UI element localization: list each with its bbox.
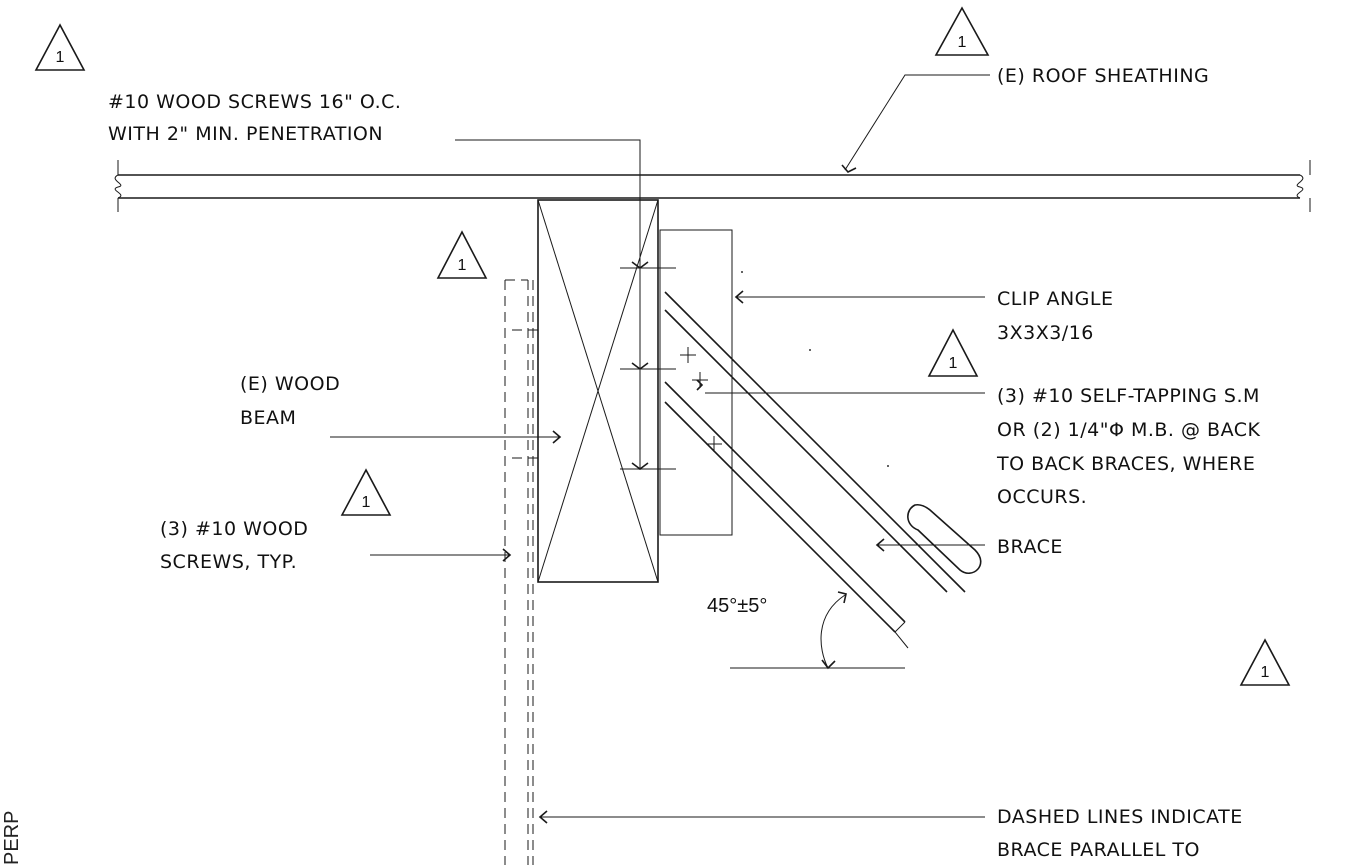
angle-label: 45°±5° [707, 595, 767, 617]
leader-brace: BRACE [875, 536, 1063, 558]
revision-triangle-1: 1 [34, 23, 86, 71]
revision-triangle-3: 1 [436, 230, 488, 279]
leader-roof-sheathing: (E) ROOF SHEATHING [841, 65, 1209, 173]
brace [664, 291, 982, 649]
dashed-parallel-brace [504, 279, 538, 865]
wood-beam [537, 199, 659, 583]
brace-label: BRACE [997, 536, 1063, 558]
revision-number: 1 [362, 494, 371, 511]
self-tapping-label-2: OR (2) 1/4"Φ M.B. @ BACK [997, 419, 1261, 441]
screws-typ-label-1: (3) #10 WOOD [160, 518, 308, 540]
revision-number: 1 [56, 49, 65, 66]
revision-number: 1 [458, 257, 467, 274]
revision-number: 1 [958, 34, 967, 51]
self-tapping-label-1: (3) #10 SELF-TAPPING S.M [997, 385, 1260, 407]
self-tapping-label-4: OCCURS. [997, 486, 1087, 508]
wood-screws-label-2: WITH 2" MIN. PENETRATION [108, 123, 383, 145]
leader-wood-beam: (E) WOOD BEAM [240, 373, 562, 444]
self-tapping-label-3: TO BACK BRACES, WHERE [996, 453, 1255, 475]
wood-beam-label-2: BEAM [240, 407, 296, 429]
leader-screws-typ: (3) #10 WOOD SCREWS, TYP. [160, 518, 512, 573]
revision-number: 1 [949, 355, 958, 372]
angle-dimension: 45°±5° [707, 591, 905, 670]
dashed-note-label-1: DASHED LINES INDICATE [997, 806, 1243, 828]
roof-sheathing [114, 160, 1311, 212]
clip-angle-label-1: CLIP ANGLE [997, 288, 1113, 310]
dashed-note-label-2: BRACE PARALLEL TO [997, 839, 1200, 861]
revision-triangle-4: 1 [927, 328, 979, 377]
revision-triangle-6: 1 [1239, 638, 1291, 686]
wood-screws-label-1: #10 WOOD SCREWS 16" O.C. [108, 91, 401, 113]
leader-clip-angle: CLIP ANGLE 3X3X3/16 [734, 288, 1113, 344]
roof-sheathing-label: (E) ROOF SHEATHING [997, 65, 1209, 87]
screw-marks [680, 347, 722, 452]
leader-self-tapping: (3) #10 SELF-TAPPING S.M OR (2) 1/4"Φ M.… [705, 385, 1261, 508]
wood-beam-label-1: (E) WOOD [240, 373, 340, 395]
leader-dashed-note: DASHED LINES INDICATE BRACE PARALLEL TO [538, 806, 1243, 861]
revision-triangle-2: 1 [934, 6, 990, 56]
clip-angle [659, 229, 733, 536]
revision-number: 1 [1261, 664, 1270, 681]
screws-typ-label-2: SCREWS, TYP. [160, 551, 297, 573]
clip-angle-label-2: 3X3X3/16 [997, 322, 1094, 344]
perp-label: PERP [1, 811, 23, 865]
revision-triangle-5: 1 [340, 468, 392, 516]
screw-penetration-line [455, 139, 676, 470]
